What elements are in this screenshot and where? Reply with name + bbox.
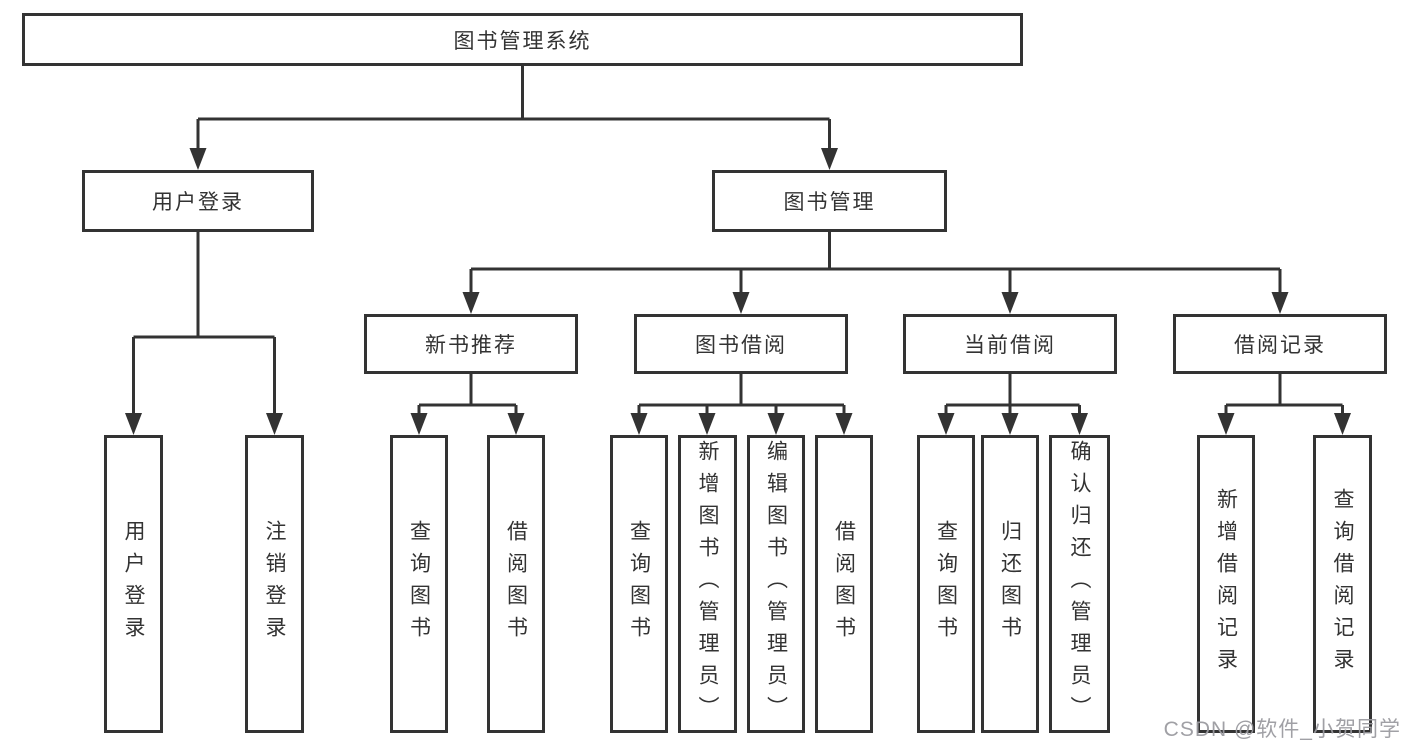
node-br-add-record: 新增借阅记录 [1197,435,1255,733]
node-br-query-record: 查询借阅记录 [1313,435,1372,733]
node-current-borrow: 当前借阅 [903,314,1117,374]
node-root: 图书管理系统 [22,13,1023,66]
node-bb-add-book-admin: 新增图书（管理员） [678,435,737,733]
node-book-management: 图书管理 [712,170,947,232]
node-nbr-query-book: 查询图书 [390,435,448,733]
node-bb-borrow-book: 借阅图书 [815,435,873,733]
node-leaf-logout: 注销登录 [245,435,304,733]
node-user-login: 用户登录 [82,170,314,232]
node-cb-return-book: 归还图书 [981,435,1039,733]
node-leaf-user-login: 用户登录 [104,435,163,733]
node-book-borrow: 图书借阅 [634,314,848,374]
node-new-book-recommend: 新书推荐 [364,314,578,374]
connector-paths [132,66,1344,414]
node-cb-confirm-return-admin: 确认归还（管理员） [1049,435,1110,733]
node-borrow-records: 借阅记录 [1173,314,1387,374]
node-nbr-borrow-book: 借阅图书 [487,435,545,733]
node-cb-query-book: 查询图书 [917,435,975,733]
node-bb-edit-book-admin: 编辑图书（管理员） [747,435,805,733]
node-bb-query-book: 查询图书 [610,435,668,733]
arrowheads [125,148,1351,435]
